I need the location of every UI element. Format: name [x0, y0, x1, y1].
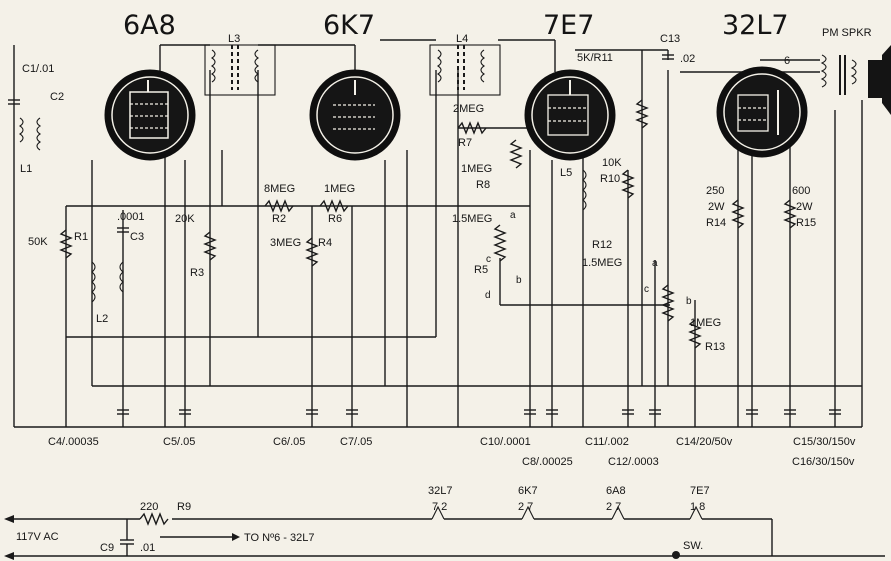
label-l4: L4: [456, 33, 468, 45]
label-c4: C4/.00035: [48, 436, 99, 448]
label-r14-watt: 2W: [708, 201, 725, 213]
label-l1: L1: [20, 163, 32, 175]
label-l5: L5: [560, 167, 572, 179]
label-ac-input: 117V AC: [16, 531, 59, 543]
label-r7-value: 2MEG: [453, 103, 484, 115]
label-pot-b: b: [516, 275, 522, 286]
heater-pins-32l7: 7 2: [432, 501, 447, 513]
label-pin6: 6: [784, 55, 790, 67]
tube-6a8: [104, 69, 196, 161]
label-speaker: PM SPKR: [822, 27, 872, 39]
label-c8: C8/.00025: [522, 456, 573, 468]
label-r3: R3: [190, 267, 204, 279]
label-pot-d: d: [485, 290, 491, 301]
label-r12: R12: [592, 239, 612, 251]
label-c11: C11/.002: [585, 436, 629, 448]
tube-label-6k7: 6K7: [323, 10, 375, 41]
label-c10: C10/.0001: [480, 436, 531, 448]
speaker-icon: [820, 45, 891, 115]
label-c12: C12/.0003: [608, 456, 659, 468]
label-to-pin: TO Nº6 - 32L7: [244, 532, 314, 544]
label-r6: R6: [328, 213, 342, 225]
tube-label-6a8: 6A8: [123, 10, 176, 41]
transformer-l3: [204, 44, 276, 96]
heater-pins-7e7: 1 8: [690, 501, 705, 513]
heater-pins-6a8: 2 7: [606, 501, 621, 513]
label-pot-a: a: [510, 210, 516, 221]
label-r1: R1: [74, 231, 88, 243]
bottom-capacitors: [8, 54, 841, 415]
label-r15-watt: 2W: [796, 201, 813, 213]
label-r10-value: 10K: [602, 157, 622, 169]
label-c6: C6/.05: [273, 436, 305, 448]
label-c13: C13: [660, 33, 680, 45]
label-r2: R2: [272, 213, 286, 225]
label-r1-value: 50K: [28, 236, 48, 248]
label-c16: C16/30/150v: [792, 456, 855, 468]
label-c13-value: .02: [680, 53, 695, 65]
label-r5-value: 1.5MEG: [452, 213, 492, 225]
heater-tube-6k7: 6K7: [518, 485, 538, 497]
label-c9: C9: [100, 542, 114, 554]
component-labels: C1/.01 C2 L1 .0001 C3 20K R3 50K R1 L2 L…: [20, 27, 872, 353]
transformer-l4: [429, 44, 501, 96]
label-r13: R13: [705, 341, 725, 353]
tube-32l7: [716, 66, 808, 158]
wiring: [13, 39, 863, 428]
label-r8-value: 1MEG: [461, 163, 492, 175]
bottom-cap-labels: C4/.00035 C5/.05 C6/.05 C7/.05 C10/.0001…: [48, 436, 856, 468]
label-switch: SW.: [683, 540, 703, 552]
label-c7: C7/.05: [340, 436, 372, 448]
tube-7e7: [524, 69, 616, 161]
label-r9: R9: [177, 501, 191, 513]
heater-tube-32l7: 32L7: [428, 485, 452, 497]
label-r12-value: 1.5MEG: [582, 257, 622, 269]
label-r9-value: 220: [140, 501, 158, 513]
label-c14: C14/20/50v: [676, 436, 733, 448]
tube-6k7: [309, 69, 401, 161]
tube-label-32l7: 32L7: [722, 10, 789, 41]
label-r6-value: 1MEG: [324, 183, 355, 195]
label-r14: R14: [706, 217, 726, 229]
label-pot-c: c: [486, 254, 491, 265]
label-pot2-b: b: [686, 296, 692, 307]
coil-symbols: [19, 117, 587, 303]
label-r4: R4: [318, 237, 332, 249]
label-r14-value: 250: [706, 185, 724, 197]
tube-label-7e7: 7E7: [543, 10, 594, 41]
label-r8: R8: [476, 179, 490, 191]
label-r10: R10: [600, 173, 620, 185]
power-labels: 220 R9 117V AC C9 .01 TO Nº6 - 32L7 SW. …: [16, 485, 710, 554]
label-r2-value: 8MEG: [264, 183, 295, 195]
label-c5: C5/.05: [163, 436, 195, 448]
label-pot2-c: c: [644, 284, 649, 295]
power-wiring: [4, 505, 885, 560]
label-r7: R7: [458, 137, 472, 149]
resistor-symbols: [59, 99, 797, 526]
label-c1: C1/.01: [22, 63, 54, 75]
label-r13-value: 1MEG: [690, 317, 721, 329]
label-r15-value: 600: [792, 185, 810, 197]
label-r5: R5: [474, 264, 488, 276]
label-r15: R15: [796, 217, 816, 229]
heater-pins-6k7: 2 7: [518, 501, 533, 513]
label-c9-value: .01: [140, 542, 155, 554]
label-c2: C2: [50, 91, 64, 103]
label-c3: C3: [130, 231, 144, 243]
label-l3: L3: [228, 33, 240, 45]
label-r11: 5K/R11: [577, 52, 613, 64]
label-pot2-a: a: [652, 258, 658, 269]
label-r4-value: 3MEG: [270, 237, 301, 249]
heater-tube-7e7: 7E7: [690, 485, 710, 497]
label-r3-value: 20K: [175, 213, 195, 225]
label-l2: L2: [96, 313, 108, 325]
label-c3-value: .0001: [117, 211, 145, 223]
label-c15: C15/30/150v: [793, 436, 856, 448]
heater-tube-6a8: 6A8: [606, 485, 626, 497]
